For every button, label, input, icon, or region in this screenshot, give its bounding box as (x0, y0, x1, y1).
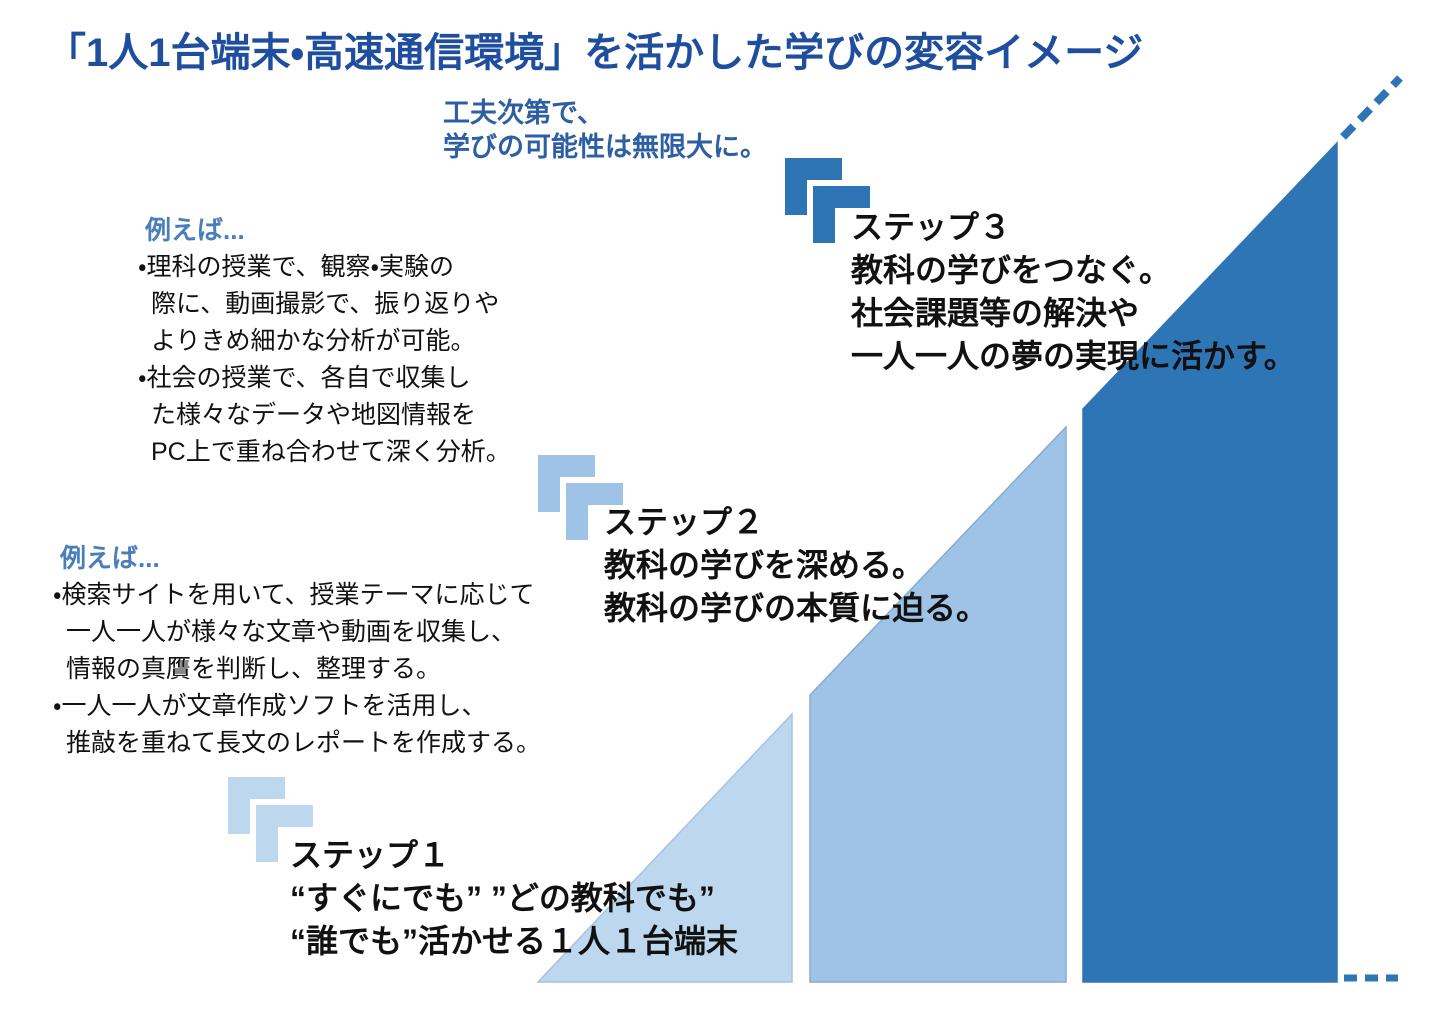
step-3-line: 教科の学びをつなぐ。 (851, 252, 1172, 288)
example-1-label: 例えば... (145, 215, 245, 245)
corner-quote-mark (785, 158, 842, 215)
growth-dashed-line-top (1340, 75, 1403, 140)
step-2-line: 教科の学びを深める。 (604, 547, 925, 583)
page-title: 「1人1台端末・高速通信環境」を活かした学びの変容イメージ (46, 31, 1144, 75)
example-note-2: 例えば... ・検索サイトを用いて、授業テーマに応じて 一人一人が様々な文章や動… (53, 540, 541, 762)
step-3-line: 社会課題等の解決や (851, 295, 1140, 331)
example-line: ・一人一人が文章作成ソフトを活用し、 (53, 692, 487, 720)
step-3-text: ステップ３ 教科の学びをつなぐ。 社会課題等の解決や 一人一人の夢の実現に活かす… (851, 206, 1296, 378)
example-note-1: 例えば... ・理科の授業で、観察・実験の 際に、動画撮影で、振り返りや よりき… (138, 212, 511, 471)
step-2-line: 教科の学びの本質に迫る。 (604, 590, 989, 626)
tagline-line-1: 工夫次第で、 (443, 98, 604, 128)
tagline-line-2: 学びの可能性は無限大に。 (443, 132, 767, 162)
corner-quote-mark (566, 483, 623, 540)
example-line: た様々なデータや地図情報を (151, 401, 477, 429)
corner-quote-mark (813, 186, 870, 243)
corner-quote-mark (538, 455, 595, 512)
step-1-title: ステップ１ (290, 837, 451, 873)
corner-quote-icon (228, 777, 314, 863)
step-1-triangle (536, 712, 793, 983)
example-line: 際に、動画撮影で、振り返りや (151, 290, 500, 318)
step-1-text: ステップ１ “すぐにでも” ”どの教科でも” “誰でも”活かせる１人１台端末 (290, 834, 738, 963)
example-line: ・理科の授業で、観察・実験の (138, 253, 455, 281)
step-3-line: 一人一人の夢の実現に活かす。 (851, 338, 1296, 374)
example-2-label: 例えば... (60, 543, 160, 573)
corner-quote-icon (538, 455, 624, 541)
corner-quote-icon (785, 158, 871, 244)
example-line: 一人一人が様々な文章や動画を収集し、 (66, 618, 517, 646)
corner-quote-mark (256, 805, 313, 862)
step-2-text: ステップ２ 教科の学びを深める。 教科の学びの本質に迫る。 (604, 501, 988, 630)
step-2-title: ステップ２ (604, 504, 765, 540)
step-2-triangle (809, 425, 1067, 983)
example-line: よりきめ細かな分析が可能。 (151, 327, 476, 355)
step-1-line: “誰でも”活かせる１人１台端末 (290, 923, 739, 959)
example-line: ・社会の授業で、各自で収集し (138, 364, 471, 392)
tagline: 工夫次第で、 学びの可能性は無限大に。 (443, 96, 767, 164)
step-3-triangle (1082, 141, 1338, 983)
example-line: 情報の真贋を判断し、整理する。 (66, 655, 442, 683)
step-3-title: ステップ３ (851, 209, 1012, 245)
example-line: 推敲を重ねて長文のレポートを作成する。 (66, 729, 542, 757)
corner-quote-mark (228, 777, 285, 834)
example-line: PC上で重ね合わせて深く分析。 (151, 438, 511, 466)
example-line: ・検索サイトを用いて、授業テーマに応じて (53, 581, 535, 609)
step-1-line: “すぐにでも” ”どの教科でも” (290, 880, 715, 916)
